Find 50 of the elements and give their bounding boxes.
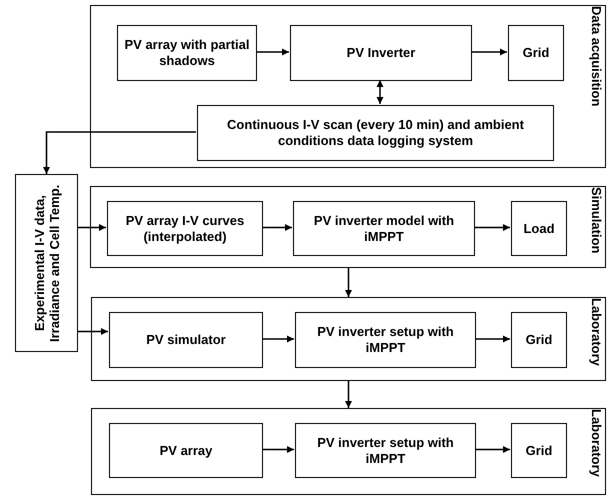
arrow (474, 224, 510, 231)
arrow (78, 224, 106, 231)
arrow (376, 80, 384, 104)
process-box (511, 423, 567, 478)
section-title: Data acquisition (588, 6, 604, 106)
process-box (117, 25, 257, 81)
box-text: PV array (160, 442, 212, 458)
data-box (15, 174, 78, 352)
arrow (262, 446, 294, 453)
section-panel (91, 297, 606, 381)
arrow (475, 336, 510, 342)
box-text: PV inverter setup with iMPPT (316, 434, 455, 466)
arrow (78, 328, 108, 335)
process-box (295, 423, 476, 478)
box-text: Grid (526, 442, 552, 458)
process-box (511, 201, 567, 256)
box-text: Grid (526, 332, 552, 348)
process-box (109, 423, 263, 478)
box-text: PV simulator (146, 332, 226, 348)
box-text: PV array I-V curves (interpolated) (124, 212, 246, 244)
box-text: PV inverter setup with iMPPT (316, 324, 455, 356)
box-text: PV Inverter (346, 45, 416, 61)
process-box (107, 201, 263, 256)
process-box (508, 25, 564, 81)
arrow (475, 446, 510, 453)
section-title: Laboratory (588, 298, 604, 366)
section-panel (90, 5, 606, 168)
box-text: Load (523, 220, 555, 236)
box-text: Grid (522, 45, 550, 61)
process-box (197, 105, 554, 161)
section-panel (91, 408, 606, 495)
process-box (295, 312, 476, 368)
arrow (256, 48, 289, 56)
arrow (43, 131, 196, 174)
arrow (471, 48, 507, 56)
section-title: Simulation (588, 187, 604, 254)
arrow (345, 268, 352, 297)
box-text: PV inverter model with iMPPT (312, 212, 456, 244)
section-panel (90, 186, 606, 268)
box-text: Experimental I-V data, Irradiance and Cell Temp. (32, 183, 62, 344)
arrow (262, 224, 292, 231)
process-box (293, 201, 475, 256)
arrow (345, 381, 352, 408)
process-box (109, 312, 263, 368)
process-box (290, 25, 472, 81)
section-title: Laboratory (588, 409, 604, 477)
process-box (511, 312, 567, 368)
box-text: PV array with partial shadows (124, 37, 250, 69)
arrow (262, 336, 294, 342)
box-text: Continuous I-V scan (every 10 min) and ambient conditions data logging system (226, 117, 525, 149)
